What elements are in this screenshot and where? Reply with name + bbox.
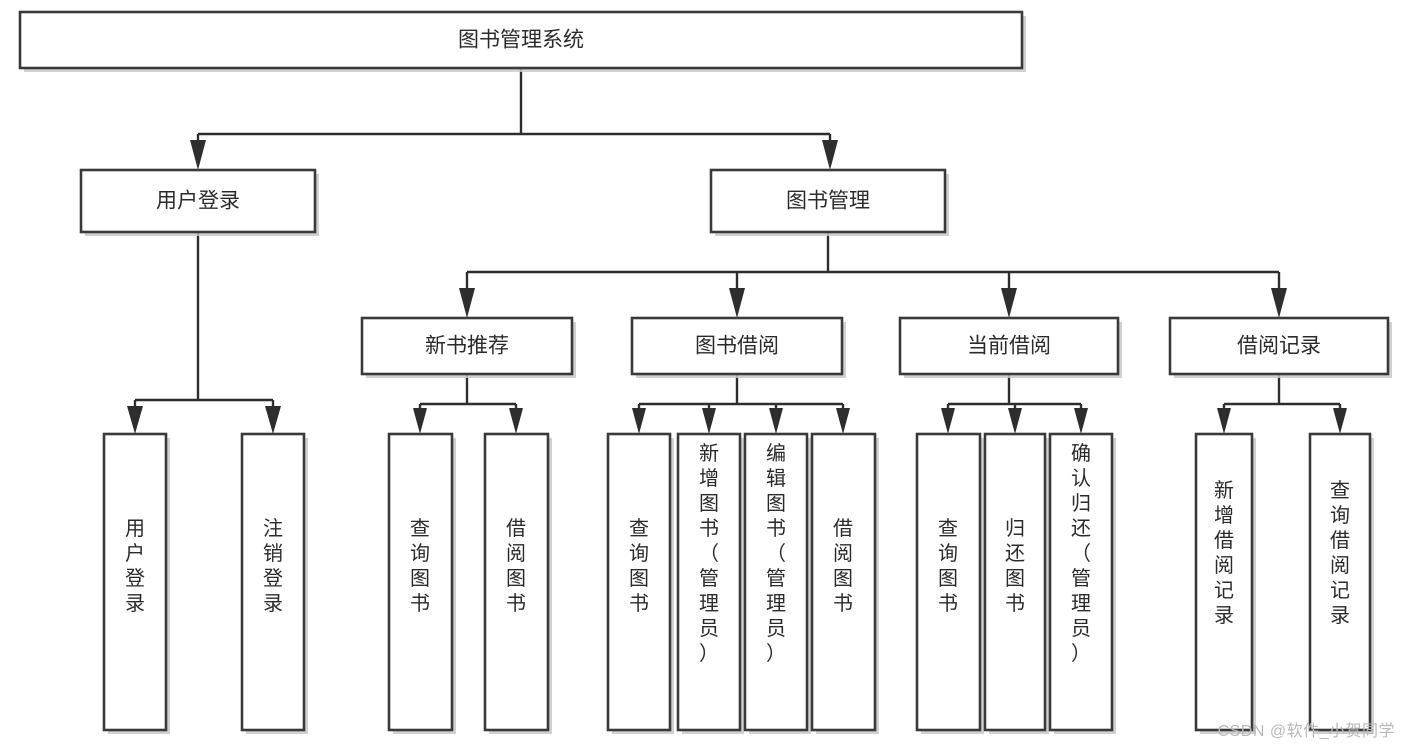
- user-login-box: [79, 168, 317, 234]
- leaf-add-book-label: 新增图书（管理员）: [699, 442, 719, 665]
- node-book-manage[interactable]: 图书管理: [709, 168, 949, 236]
- node-leaf-user-logout[interactable]: 注销登录: [240, 432, 308, 734]
- leaf-query-book-3-label: 查询图书: [938, 517, 958, 615]
- leaf-return-book-label: 归还图书: [1005, 517, 1025, 615]
- csdn-watermark: CSDN @软件_小贺同学: [1217, 723, 1395, 740]
- leaf-user-logout-box: [240, 432, 306, 732]
- edge-bookborrow-to-leaves: [632, 374, 850, 434]
- book-manage-box: [709, 168, 947, 234]
- leaf-add-record-box: [1194, 432, 1254, 732]
- current-borrow-label: 当前借阅: [967, 335, 1051, 358]
- leaf-query-book-2-box: [606, 432, 672, 732]
- node-leaf-return-book[interactable]: 归还图书: [983, 432, 1049, 734]
- leaf-borrow-book-1-label: 借阅图书: [506, 517, 526, 615]
- node-book-borrow[interactable]: 图书借阅: [630, 316, 846, 378]
- node-leaf-add-book[interactable]: 新增图书（管理员）: [676, 432, 744, 734]
- leaf-return-book-box: [983, 432, 1047, 732]
- node-new-book-recommend[interactable]: 新书推荐: [360, 316, 576, 378]
- node-leaf-query-book-1[interactable]: 查询图书: [387, 432, 456, 734]
- leaf-query-record-box: [1308, 432, 1372, 732]
- node-leaf-borrow-book-2[interactable]: 借阅图书: [810, 432, 879, 734]
- leaf-user-logout-label: 注销登录: [263, 517, 283, 615]
- node-leaf-confirm-return[interactable]: 确认归还（管理员）: [1048, 432, 1116, 734]
- leaf-user-login-box: [102, 432, 168, 732]
- root-label: 图书管理系统: [458, 29, 584, 52]
- leaf-add-record-label: 新增借阅记录: [1214, 479, 1234, 627]
- edge-currentborrow-to-leaves: [941, 374, 1088, 434]
- borrow-record-label: 借阅记录: [1237, 335, 1321, 358]
- node-leaf-query-book-2[interactable]: 查询图书: [606, 432, 674, 734]
- user-login-label: 用户登录: [156, 190, 240, 213]
- node-leaf-edit-book[interactable]: 编辑图书（管理员）: [743, 432, 811, 734]
- node-current-borrow[interactable]: 当前借阅: [898, 316, 1122, 378]
- current-borrow-box: [898, 316, 1120, 376]
- leaf-borrow-book-1-box: [483, 432, 550, 732]
- leaf-edit-book-box: [743, 432, 809, 732]
- leaf-edit-book-label: 编辑图书（管理员）: [766, 442, 786, 665]
- edge-borrowrecord-to-leaves: [1217, 374, 1347, 434]
- node-user-login[interactable]: 用户登录: [79, 168, 319, 236]
- leaf-borrow-book-2-box: [810, 432, 877, 732]
- new-book-recommend-box: [360, 316, 574, 376]
- leaf-query-book-1-box: [387, 432, 454, 732]
- leaf-user-login-label: 用户登录: [125, 518, 145, 615]
- root-box: [18, 10, 1024, 70]
- borrow-record-box: [1168, 316, 1390, 376]
- leaf-add-book-box: [676, 432, 742, 732]
- edge-userlogin-to-leaves: [127, 232, 281, 434]
- leaf-confirm-return-box: [1048, 432, 1114, 732]
- leaf-borrow-book-2-label: 借阅图书: [833, 517, 853, 615]
- node-borrow-record[interactable]: 借阅记录: [1168, 316, 1392, 378]
- new-book-recommend-label: 新书推荐: [425, 335, 509, 358]
- connector-layer: [127, 68, 1347, 434]
- node-leaf-query-book-3[interactable]: 查询图书: [915, 432, 984, 734]
- edge-newbook-to-leaves: [413, 374, 523, 434]
- leaf-query-book-3-box: [915, 432, 982, 732]
- node-leaf-user-login[interactable]: 用户登录: [102, 432, 170, 734]
- node-leaf-borrow-book-1[interactable]: 借阅图书: [483, 432, 552, 734]
- leaf-query-book-1-label: 查询图书: [410, 517, 430, 615]
- node-leaf-add-record[interactable]: 新增借阅记录: [1194, 432, 1256, 734]
- edge-bookmanage-to-level3: [459, 232, 1287, 318]
- book-manage-label: 图书管理: [786, 190, 870, 213]
- book-borrow-box: [630, 316, 844, 376]
- node-leaf-query-record[interactable]: 查询借阅记录: [1308, 432, 1374, 734]
- leaf-confirm-return-label: 确认归还（管理员）: [1071, 442, 1091, 665]
- leaf-query-book-2-label: 查询图书: [629, 517, 649, 615]
- node-root[interactable]: 图书管理系统: [18, 10, 1026, 72]
- edge-root-to-level2: [190, 68, 838, 170]
- leaf-query-record-label: 查询借阅记录: [1330, 479, 1350, 627]
- book-borrow-label: 图书借阅: [695, 335, 779, 358]
